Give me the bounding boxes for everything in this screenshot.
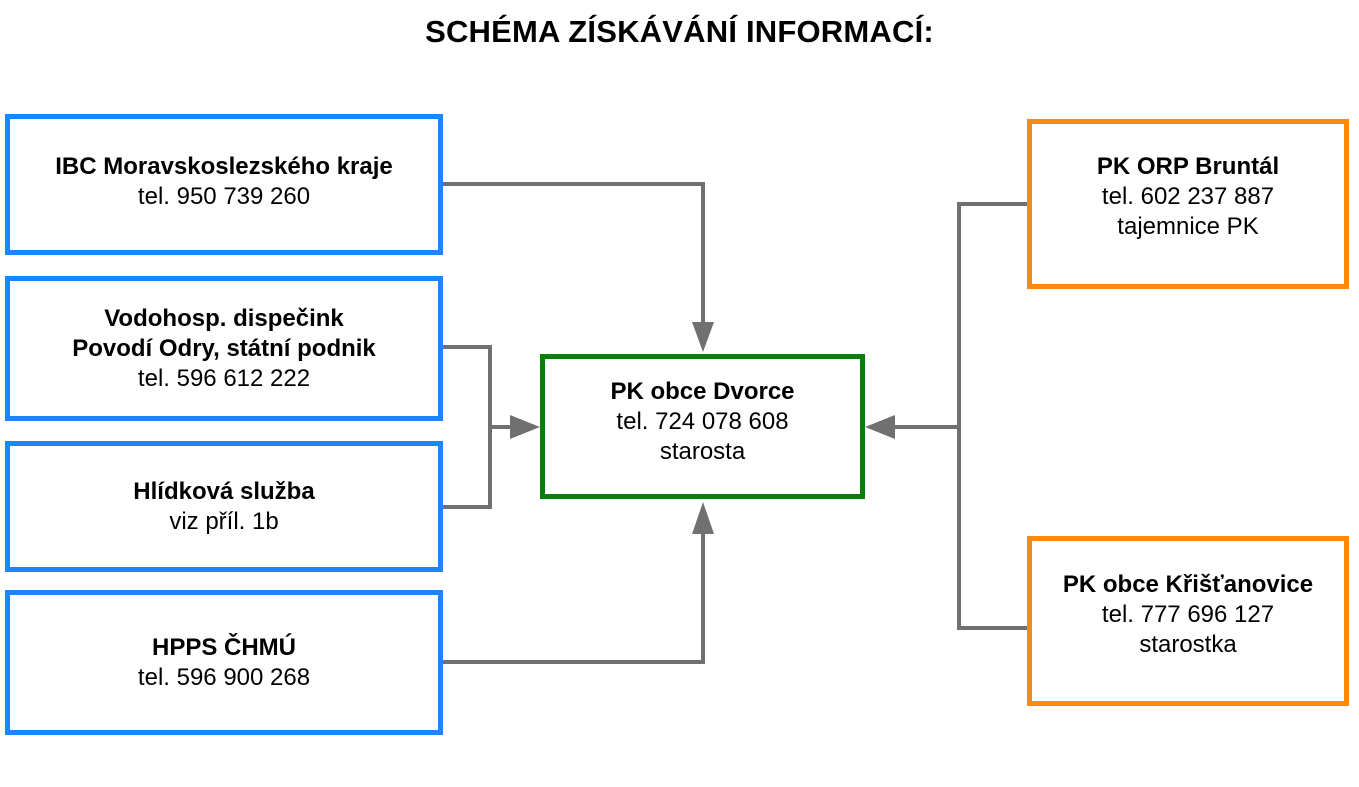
diagram-title: SCHÉMA ZÍSKÁVÁNÍ INFORMACÍ: — [425, 14, 934, 49]
arrowhead-right — [510, 415, 540, 439]
box-name-line-2: Povodí Odry, státní podnik — [72, 334, 376, 362]
box-phone: tel. 596 612 222 — [137, 364, 311, 392]
box-phone: tel. 596 900 268 — [137, 663, 311, 691]
box-name-line-1: Vodohosp. dispečink — [104, 304, 344, 332]
connector-vodohosp-bracket — [443, 345, 492, 509]
box-name: HPPS ČHMÚ — [151, 633, 296, 661]
box-note: viz příl. 1b — [169, 507, 279, 535]
center-box-dvorce: PK obce Dvorce tel. 724 078 608 starosta — [540, 354, 865, 499]
box-phone: tel. 724 078 608 — [616, 407, 789, 435]
box-phone: tel. 950 739 260 — [137, 182, 311, 210]
box-name: PK ORP Bruntál — [1096, 153, 1280, 180]
source-box-hlidkova: Hlídková služba viz příl. 1b — [5, 441, 443, 572]
arrowhead-up — [692, 502, 714, 534]
source-box-vodohosp: Vodohosp. dispečink Povodí Odry, státní … — [5, 276, 443, 421]
source-box-ibc: IBC Moravskoslezského kraje tel. 950 739… — [5, 114, 443, 255]
box-role: starostka — [1139, 631, 1237, 658]
arrowhead-down — [692, 322, 714, 352]
connector-hpps-to-dvorce — [443, 532, 705, 664]
box-name: IBC Moravskoslezského kraje — [55, 152, 393, 180]
box-phone: tel. 602 237 887 — [1101, 183, 1275, 210]
source-box-hpps: HPPS ČHMÚ tel. 596 900 268 — [5, 590, 443, 735]
box-phone: tel. 777 696 127 — [1101, 601, 1275, 628]
box-role: tajemnice PK — [1117, 213, 1259, 240]
box-name: PK obce Dvorce — [610, 377, 795, 405]
box-name: PK obce Křišťanovice — [1062, 571, 1314, 598]
box-name: Hlídková služba — [133, 477, 315, 505]
contact-box-kristanovice: PK obce Křišťanovice tel. 777 696 127 st… — [1027, 536, 1349, 706]
connector-ibc-to-dvorce — [443, 182, 705, 324]
connector-right-bracket — [957, 202, 1027, 630]
arrowhead-left — [865, 415, 895, 439]
box-role: starosta — [659, 437, 746, 465]
contact-box-bruntal: PK ORP Bruntál tel. 602 237 887 tajemnic… — [1027, 119, 1349, 289]
